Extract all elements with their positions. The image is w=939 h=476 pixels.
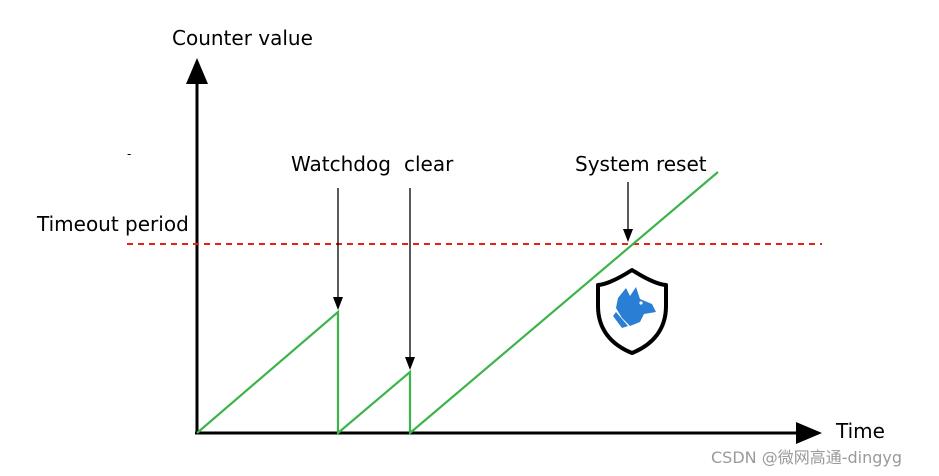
watchdog-arrowhead [333,297,343,310]
x-axis-arrowhead [796,422,822,444]
x-axis-label: Time [835,419,885,443]
timeout-label: Timeout period [36,212,189,236]
counter-line [196,171,719,436]
watchdog-shield-icon [596,268,668,355]
clear-label: clear [404,152,454,176]
y-axis-label: Counter value [172,26,313,50]
system-reset-arrowhead [623,229,633,242]
stray-mark: - [127,147,131,161]
watermark: CSDN @微网高通-dingyg [711,448,902,467]
y-axis-arrowhead [186,58,208,84]
system-reset-label: System reset [575,152,707,176]
watchdog-label: Watchdog [291,152,391,176]
clear-arrowhead [405,357,415,370]
